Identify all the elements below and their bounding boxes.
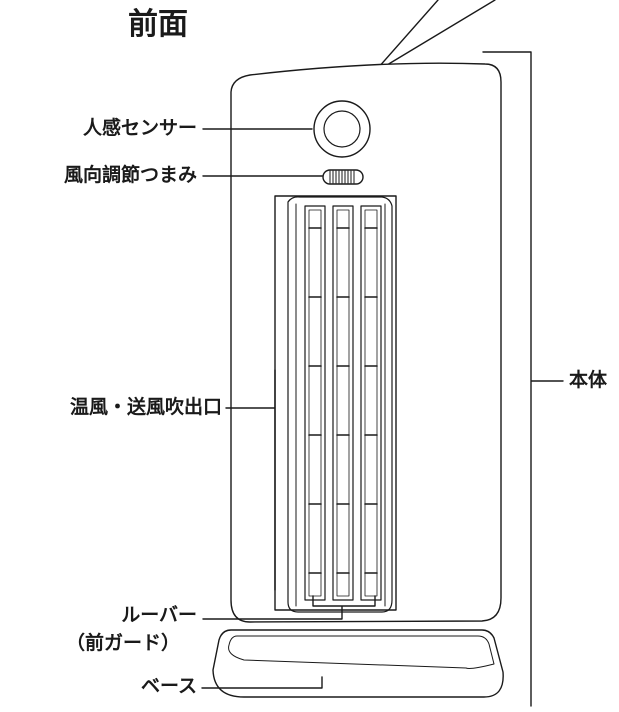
dial-label: 風向調節つまみ	[63, 164, 197, 186]
motion-sensor	[313, 100, 371, 158]
top-callout-lines	[377, 0, 496, 69]
leader-louver	[202, 595, 376, 620]
louver-ribs	[308, 227, 378, 574]
louver-slats	[304, 205, 382, 601]
leader-outlet	[225, 369, 276, 591]
sensor-label: 人感センサー	[82, 117, 197, 139]
page-title: 前面	[128, 7, 188, 42]
body-label: 本体	[569, 369, 608, 391]
leader-base	[201, 676, 323, 689]
air-outlet	[274, 195, 397, 611]
leader-body	[482, 51, 564, 707]
base-label: ベース	[140, 675, 197, 697]
airflow-dial	[322, 169, 364, 185]
louver-label-line1: ルーバー	[121, 604, 197, 626]
heater-base	[212, 629, 504, 698]
outlet-label: 温風・送風吹出口	[69, 396, 222, 418]
louver-label-line2: （前ガード）	[66, 632, 181, 654]
